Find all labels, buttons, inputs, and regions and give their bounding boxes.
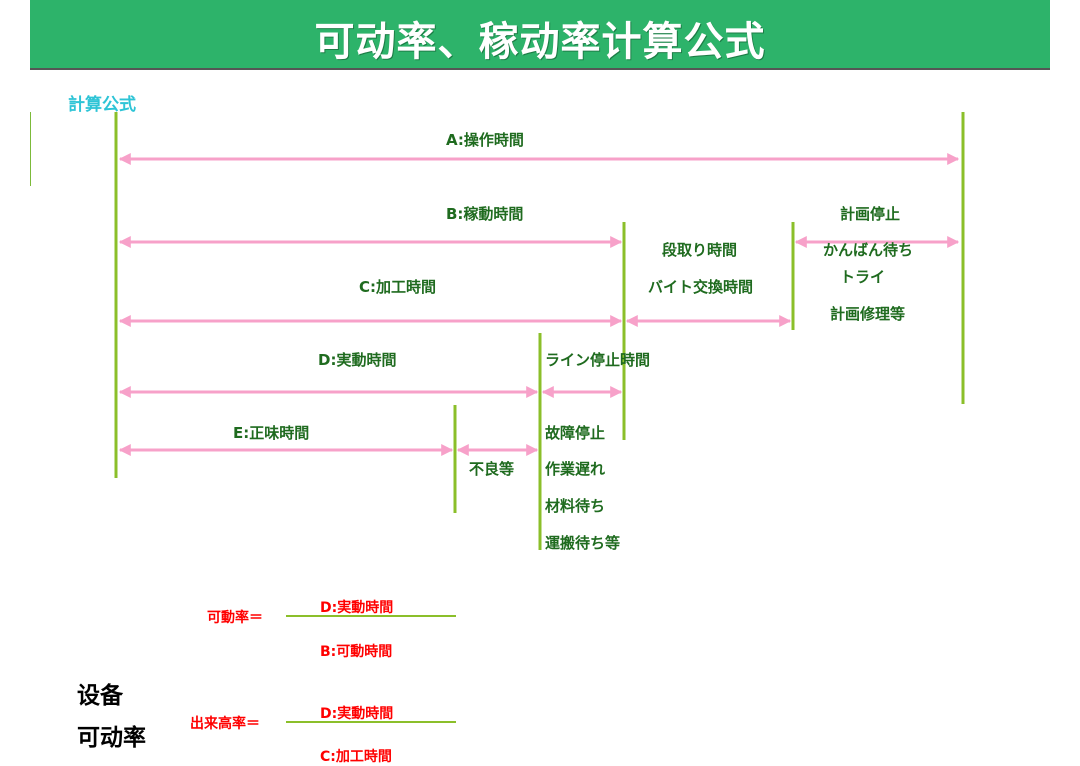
formula-output-numerator: D:実動時間: [320, 706, 394, 722]
formula-availability-numerator: D:実動時間: [320, 600, 394, 616]
equipment-label: 设备: [77, 683, 123, 709]
label-operating-time: B:稼動時間: [446, 205, 524, 223]
label-net-time: E:正味時間: [233, 424, 310, 442]
label-trial: トライ: [840, 268, 886, 286]
title-banner: 可动率、稼动率计算公式: [30, 0, 1050, 70]
label-line-stop-time: ライン停止時間: [545, 351, 651, 369]
label-defects: 不良等: [469, 460, 515, 478]
label-plan-stop: 計画停止: [840, 205, 901, 223]
label-kanban-wait: かんばん待ち: [823, 241, 914, 259]
label-breakdown-stop: 故障停止: [545, 424, 606, 442]
label-changeover-time: 段取り時間: [662, 241, 738, 259]
label-work-delay: 作業遅れ: [545, 460, 606, 478]
label-cutting-time: C:加工時間: [359, 278, 437, 296]
availability-label: 可动率: [77, 725, 146, 751]
formula-output-name: 出来高率＝: [190, 716, 260, 732]
formula-output-denominator: C:加工時間: [320, 749, 392, 765]
formula-availability-name: 可動率＝: [207, 610, 263, 626]
formula-availability-denominator: B:可動時間: [320, 644, 393, 660]
left-edge-line: [30, 112, 31, 186]
label-material-wait: 材料待ち: [545, 497, 606, 515]
label-bite-change-time: バイト交換時間: [648, 278, 754, 296]
label-actual-time: D:実動時間: [318, 351, 397, 369]
label-operation-time: A:操作時間: [446, 131, 524, 149]
section-label: 計算公式: [68, 95, 136, 115]
label-planned-repair: 計画修理等: [830, 305, 906, 323]
page-title: 可动率、稼动率计算公式: [314, 19, 766, 65]
label-transport-wait: 運搬待ち等: [545, 534, 621, 552]
